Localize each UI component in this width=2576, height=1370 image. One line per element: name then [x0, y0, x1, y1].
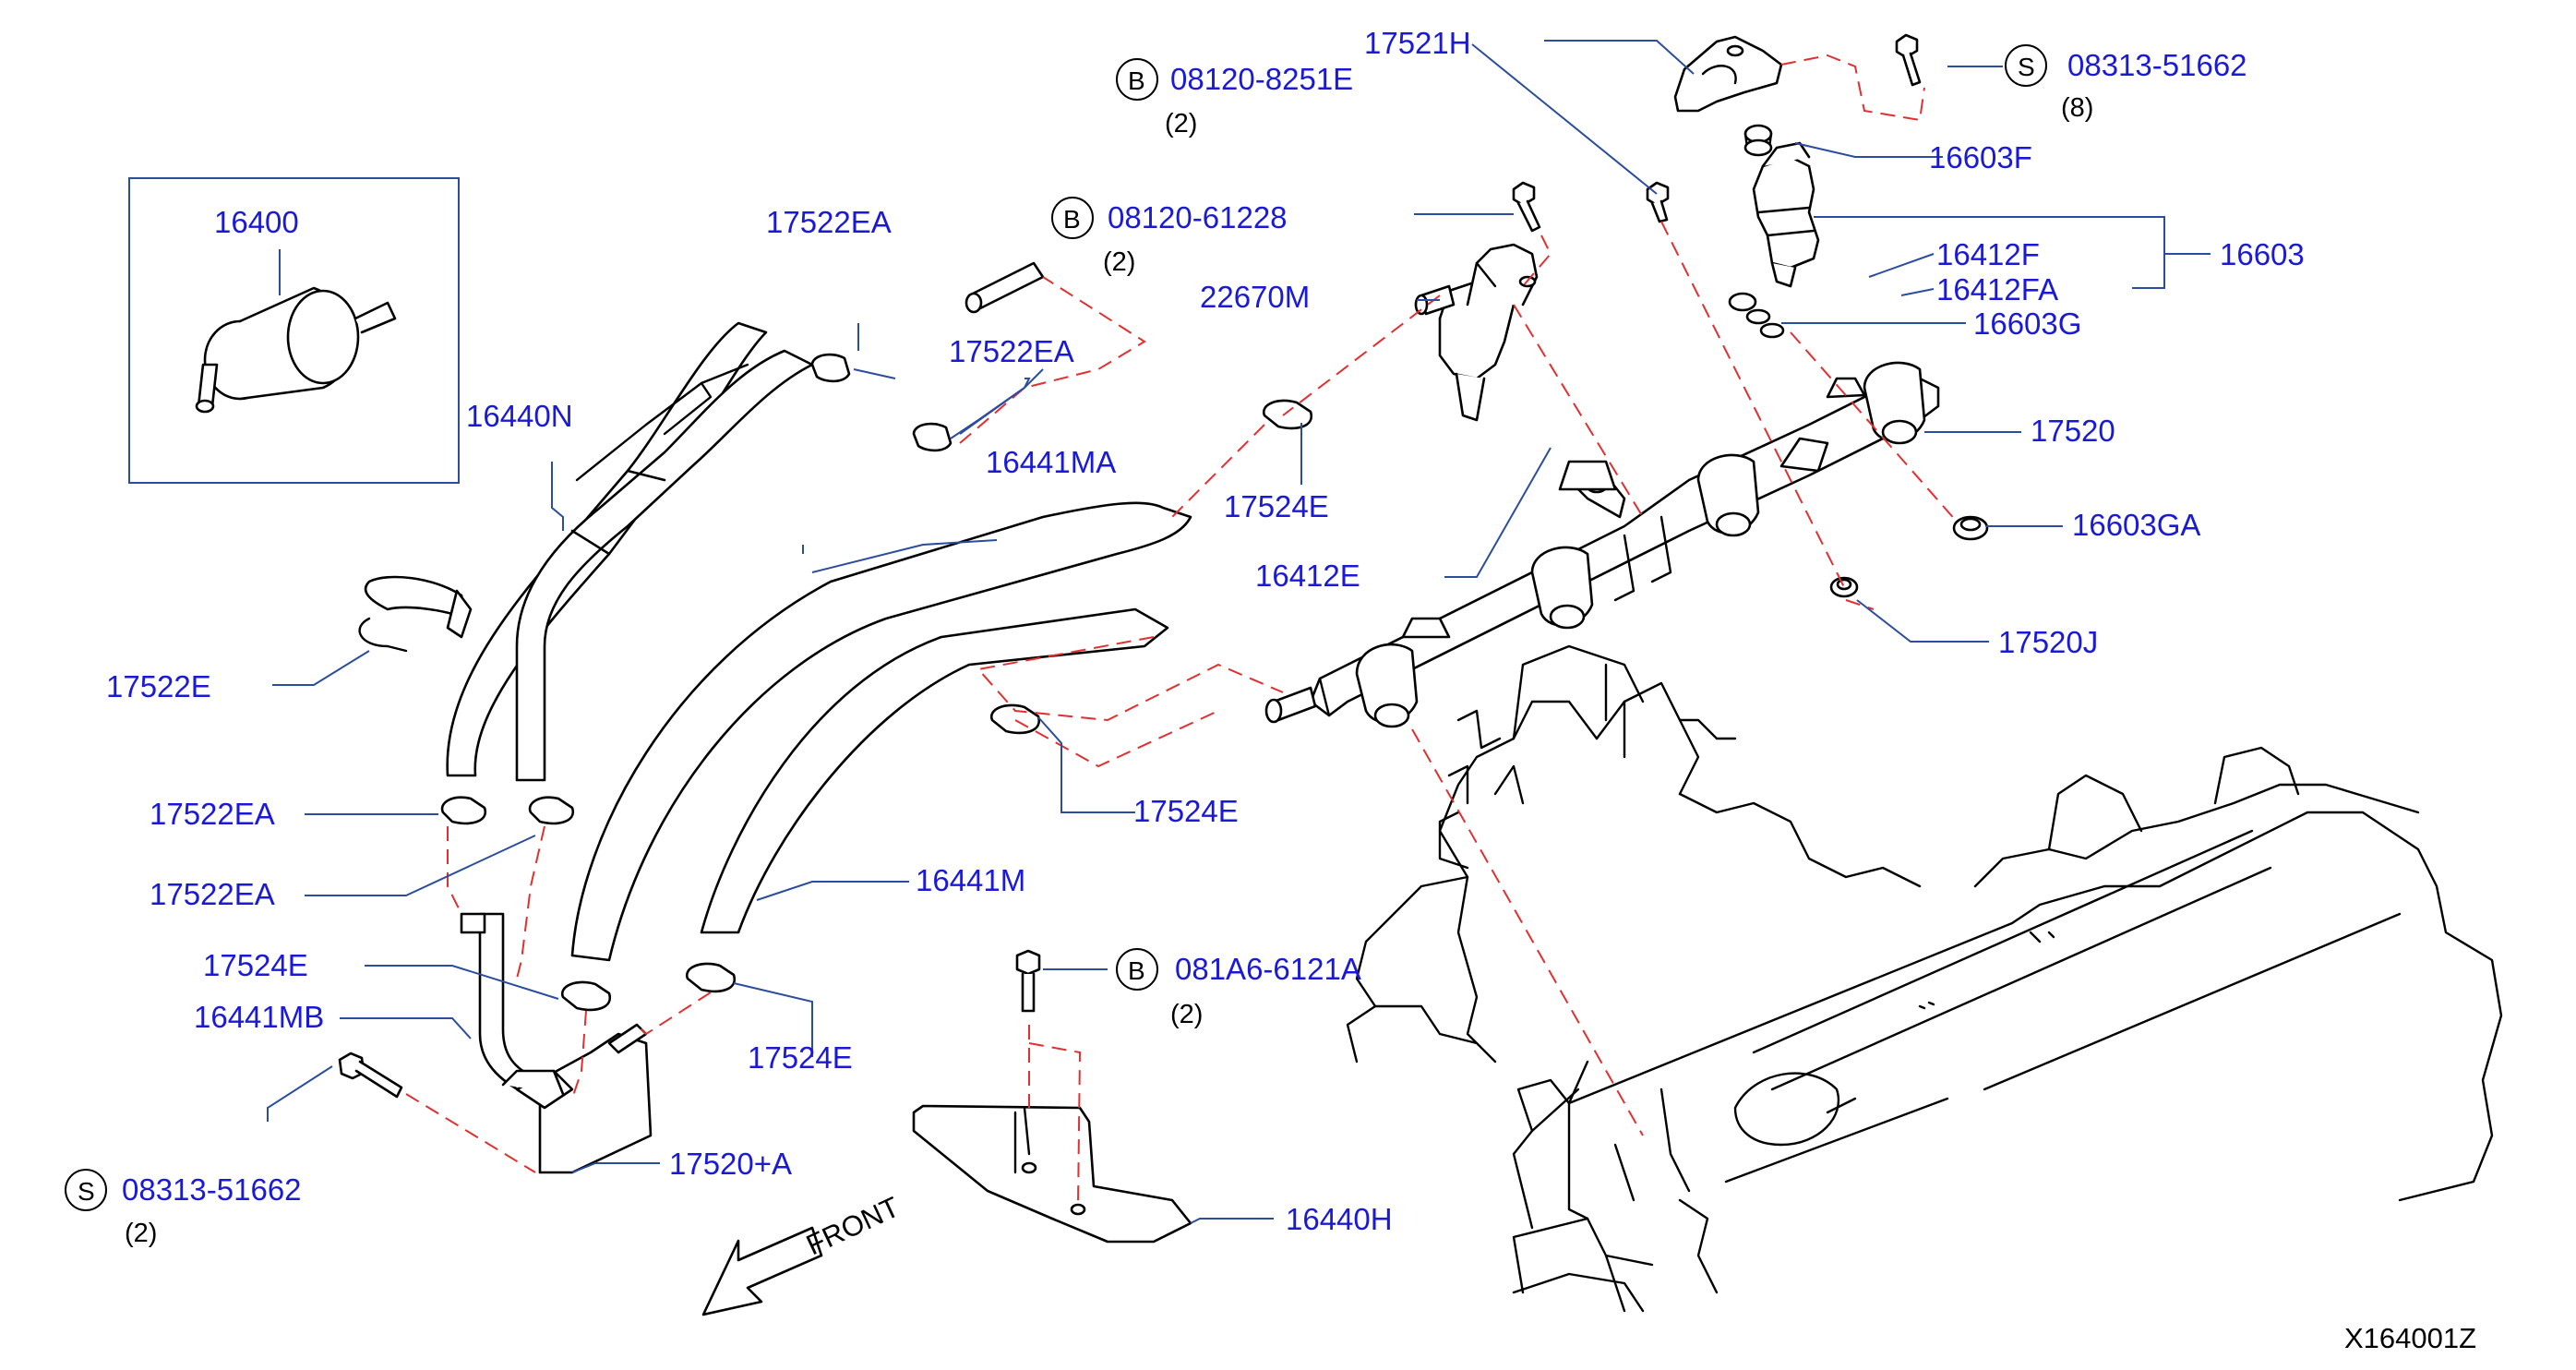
- part-label-16441MB: 16441MB: [194, 1000, 324, 1034]
- part-label-17522EA-left2: 17522EA: [150, 877, 275, 911]
- part-label-17521H: 17521H: [1364, 26, 1471, 60]
- bracket-17520A: [501, 1023, 653, 1174]
- badge-letter: B: [1128, 66, 1145, 95]
- fastener-qty: (2): [1103, 247, 1135, 277]
- engine-block-outline: [1346, 644, 2503, 1313]
- badge-b-circle: [1116, 58, 1158, 101]
- part-label-16603F: 16603F: [1929, 140, 2032, 174]
- assembly-phantom-lines: [405, 54, 1958, 1206]
- front-label: FRONT: [801, 1190, 905, 1261]
- fastener-label-08120-61228: 08120-61228: [1108, 200, 1288, 234]
- badge-letter: S: [2018, 53, 2035, 81]
- badge-letter: B: [1128, 956, 1145, 985]
- fastener-callouts: B 08120-8251E (2) B 08120-61228 (2) B 08…: [65, 44, 2247, 1248]
- badge-letter: S: [78, 1177, 95, 1206]
- part-label-17520A: 17520+A: [669, 1147, 792, 1181]
- pressure-regulator: [1414, 243, 1539, 422]
- part-label-16440N: 16440N: [466, 399, 573, 433]
- part-label-16400: 16400: [214, 205, 299, 239]
- part-label-16412E: 16412E: [1255, 559, 1360, 593]
- part-label-16441MA: 16441MA: [986, 445, 1116, 479]
- fastener-qty: (8): [2061, 93, 2093, 123]
- injector-holder: [1673, 35, 1783, 113]
- heat-shield-16440H: [912, 1104, 1192, 1244]
- part-label-17520J: 17520J: [1998, 625, 2098, 659]
- badge-b-circle: [1051, 197, 1094, 239]
- fastener-label-08313-51662-top: 08313-51662: [2067, 48, 2247, 82]
- fastener-qty: (2): [1165, 109, 1197, 138]
- part-label-17524E-center: 17524E: [1133, 794, 1239, 828]
- part-label-16603G: 16603G: [1973, 306, 2081, 341]
- fuel-filter-box: [128, 177, 460, 484]
- part-label-16412FA: 16412FA: [1936, 272, 2058, 306]
- bolts: [338, 33, 1922, 1099]
- part-label-17520: 17520: [2031, 414, 2115, 448]
- fastener-label-08313-51662-bottom: 08313-51662: [122, 1172, 302, 1207]
- front-direction-indicator: FRONT: [701, 1190, 905, 1316]
- part-label-17522EA-left1: 17522EA: [150, 797, 275, 831]
- badge-b-circle: [1116, 948, 1158, 991]
- fuel-hoses: [446, 321, 1192, 1100]
- fastener-qty: (2): [125, 1219, 157, 1248]
- badge-s-circle: [65, 1169, 107, 1211]
- hose-clamps: [358, 261, 1313, 1012]
- fastener-label-08120-8251E: 08120-8251E: [1170, 62, 1353, 96]
- diagram-reference-code: X164001Z: [2344, 1322, 2476, 1354]
- part-label-22670M: 22670M: [1200, 280, 1310, 314]
- part-label-17524E-left: 17524E: [203, 948, 308, 982]
- part-label-16440H: 16440H: [1286, 1202, 1393, 1236]
- badge-s-circle: [2005, 44, 2047, 87]
- badge-letter: B: [1063, 205, 1081, 234]
- fuel-rail: [1264, 361, 1940, 728]
- part-label-17522E: 17522E: [106, 669, 211, 703]
- part-label-16603: 16603: [2220, 237, 2305, 271]
- part-label-17522EA-mid: 17522EA: [949, 334, 1074, 368]
- part-label-16412F: 16412F: [1936, 237, 2040, 271]
- part-label-17524E-bottom: 17524E: [748, 1040, 853, 1075]
- part-label-17524E-top: 17524E: [1224, 489, 1329, 523]
- fastener-qty: (2): [1170, 1000, 1203, 1029]
- fuel-filter: [195, 286, 397, 414]
- part-labels: 16400 16440N 17522EA 17522EA 17522E 1752…: [106, 26, 2305, 1236]
- fuel-injector: [1728, 124, 1989, 598]
- leader-lines: [267, 40, 2211, 1224]
- part-label-17522EA-top: 17522EA: [766, 205, 892, 239]
- part-label-16603GA: 16603GA: [2072, 508, 2200, 542]
- fastener-label-081A6-6121A: 081A6-6121A: [1175, 952, 1361, 986]
- part-label-16441M: 16441M: [916, 863, 1025, 897]
